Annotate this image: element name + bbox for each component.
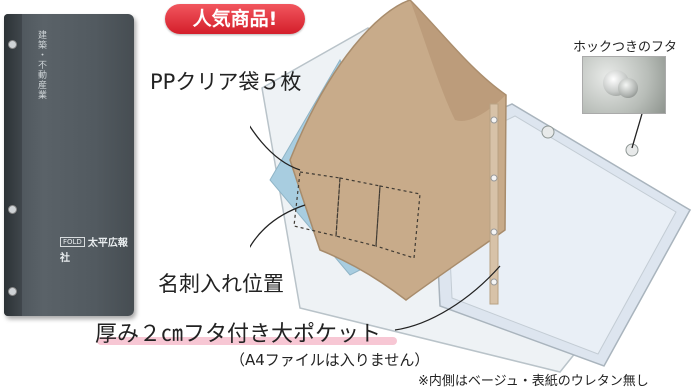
binder-logo-mark: FOLD [60,236,85,247]
leader-line-pocket [394,265,501,331]
label-inner-color-note: ※内側はベージュ・表紙のウレタン無し [418,374,649,389]
ring-hole [8,40,17,49]
label-business-card-position: 名刺入れ位置 [158,272,284,296]
ring-hole [8,205,17,214]
binder-spine-title: 建築・不動産業 [36,30,46,100]
spine-strip [489,103,499,305]
popular-item-badge: 人気商品! [165,4,305,34]
pocket-label-highlight [97,337,397,345]
open-file-illustration [250,0,692,373]
card-slots [293,171,421,259]
leader-line-pp [250,125,301,171]
binder-logo-name: 太平広報社 [60,238,128,264]
leader-line-namecard [250,204,306,249]
binder-photo [4,14,134,316]
label-large-pocket: 厚み２㎝フタ付き大ポケット [95,322,382,347]
binder-spine [4,14,22,316]
label-hook-lid: ホックつきのフタ [573,40,678,55]
label-pp-clear-bags: PPクリア袋５枚 [150,70,302,94]
snap-button [541,125,555,139]
label-a4-note: （A4ファイルは入りません） [230,351,430,369]
page-curl-shade [410,0,506,121]
hook-snap-closeup [618,78,638,98]
ring-hole [8,287,17,296]
snap-button [625,143,639,157]
